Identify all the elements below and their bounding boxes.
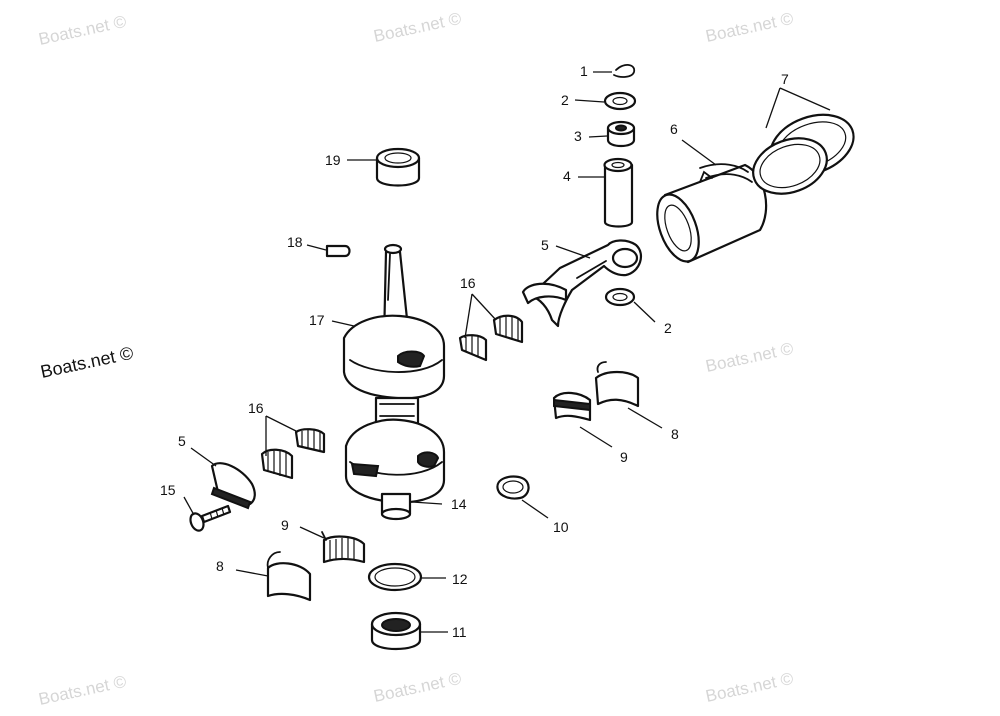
- crankshaft: [342, 243, 446, 521]
- needle-cage-lower: [260, 428, 326, 480]
- callout-2-lower: 2: [664, 320, 672, 336]
- watermark: Boats.net ©: [37, 12, 129, 49]
- callout-19: 19: [325, 152, 341, 168]
- callout-5-lower: 5: [178, 433, 186, 449]
- bushing: [375, 147, 421, 187]
- leader-lines: [183, 71, 831, 633]
- watermark: Boats.net ©: [704, 669, 796, 706]
- piston-rings: [752, 113, 855, 195]
- callout-2-top: 2: [561, 92, 569, 108]
- watermark: Boats.net ©: [37, 672, 129, 709]
- retaining-clip: [613, 64, 636, 78]
- watermark-main: Boats.net ©: [39, 343, 135, 382]
- key-pin: [325, 244, 351, 258]
- callout-18: 18: [287, 234, 303, 250]
- callout-8-lower: 8: [216, 558, 224, 574]
- watermark: Boats.net ©: [704, 339, 796, 376]
- thrust-washer-top: [603, 91, 637, 111]
- callout-15: 15: [160, 482, 176, 498]
- callouts: 1 2 3 4 5 2 6 7 19 18 17 16 16 5 15 14 8…: [160, 63, 789, 640]
- callout-9-upper: 9: [620, 449, 628, 465]
- callout-16-upper: 16: [460, 275, 476, 291]
- cap-screw: [189, 504, 232, 532]
- bearing-shell-lower: [266, 551, 312, 602]
- callout-1: 1: [580, 63, 588, 79]
- piston: [656, 163, 768, 264]
- callout-8-upper: 8: [671, 426, 679, 442]
- callout-14: 14: [451, 496, 467, 512]
- watermark: Boats.net ©: [372, 669, 464, 706]
- callout-10: 10: [553, 519, 569, 535]
- connecting-rod: [521, 239, 643, 328]
- callout-9-lower: 9: [281, 517, 289, 533]
- callout-3: 3: [574, 128, 582, 144]
- thrust-washer-lower: [604, 287, 636, 307]
- o-ring: [367, 562, 423, 592]
- bearing-half-upper: [552, 391, 592, 422]
- callout-7: 7: [781, 71, 789, 87]
- callout-5-top: 5: [541, 237, 549, 253]
- bearing-shell-upper: [594, 361, 640, 408]
- wrist-pin: [603, 157, 634, 228]
- callout-12: 12: [452, 571, 468, 587]
- watermark: Boats.net ©: [704, 9, 796, 46]
- needle-bearing: [606, 120, 636, 148]
- bearing-half-lower: [321, 531, 366, 564]
- callout-16-lower: 16: [248, 400, 264, 416]
- oil-seal: [370, 611, 422, 650]
- rod-cap: [210, 462, 256, 510]
- callout-17: 17: [309, 312, 325, 328]
- retaining-ring: [496, 475, 530, 500]
- callout-11: 11: [452, 624, 467, 640]
- needle-cage-upper: [458, 314, 524, 362]
- callout-6: 6: [670, 121, 678, 137]
- callout-4: 4: [563, 168, 571, 184]
- watermark: Boats.net ©: [372, 9, 464, 46]
